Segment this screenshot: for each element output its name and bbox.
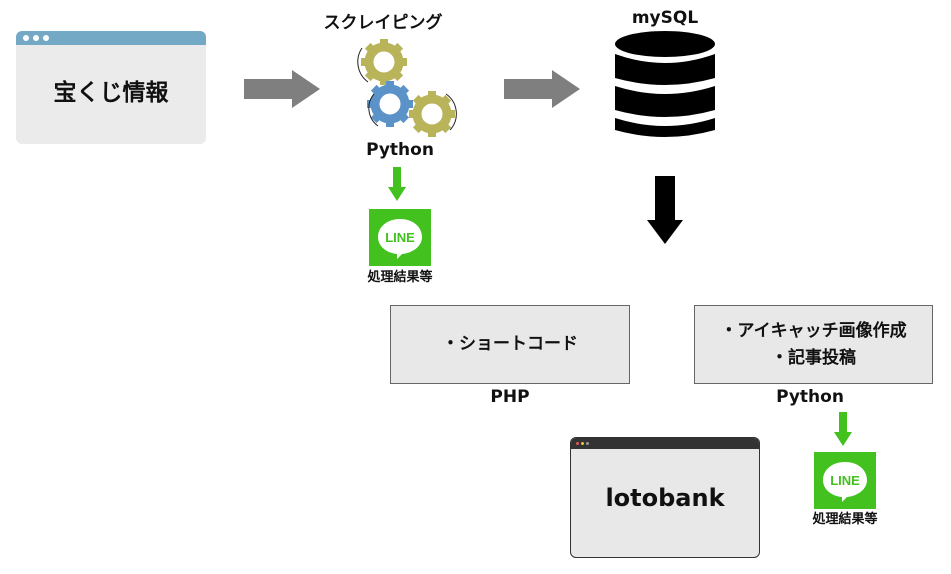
arrow-right-icon [244, 70, 320, 108]
line-logo-text: LINE [830, 473, 860, 488]
line-logo-icon: LINE [369, 209, 431, 266]
arrow-right-icon [504, 70, 580, 108]
lottery-info-title: 宝くじ情報 [53, 80, 169, 106]
line-caption: 処理結果等 [367, 270, 433, 285]
window-dot-icon [23, 35, 29, 41]
window-dot-icon [33, 35, 39, 41]
line-caption: 処理結果等 [812, 512, 878, 527]
arrow-down-green-icon [834, 412, 852, 446]
eyecatch-text: ・アイキャッチ画像作成 [720, 321, 907, 342]
window-minimize-dot-icon [581, 442, 584, 445]
scraping-label: スクレイピング [323, 13, 443, 33]
eyecatch-post-box: ・アイキャッチ画像作成 ・記事投稿 [694, 305, 933, 384]
lotobank-title: lotobank [605, 484, 725, 512]
lotobank-window: lotobank [570, 437, 760, 558]
window-maximize-dot-icon [586, 442, 589, 445]
python-label: Python [776, 387, 844, 407]
window-dot-icon [43, 35, 49, 41]
lottery-info-window: 宝くじ情報 [16, 31, 206, 144]
post-text: ・記事投稿 [771, 347, 856, 368]
shortcode-text: ・ショートコード [442, 334, 578, 355]
window-titlebar [571, 438, 759, 449]
database-label: mySQL [631, 8, 699, 28]
line-logo-text: LINE [385, 230, 415, 245]
window-titlebar [16, 31, 206, 45]
php-label: PHP [490, 387, 530, 407]
line-logo-icon: LINE [814, 452, 876, 509]
arrow-down-green-icon [388, 167, 406, 201]
database-icon [615, 31, 715, 137]
shortcode-box: ・ショートコード [390, 305, 630, 384]
arrow-down-icon [647, 176, 683, 244]
gears-icon [350, 38, 460, 138]
scraping-language-label: Python [366, 140, 434, 160]
window-close-dot-icon [576, 442, 579, 445]
